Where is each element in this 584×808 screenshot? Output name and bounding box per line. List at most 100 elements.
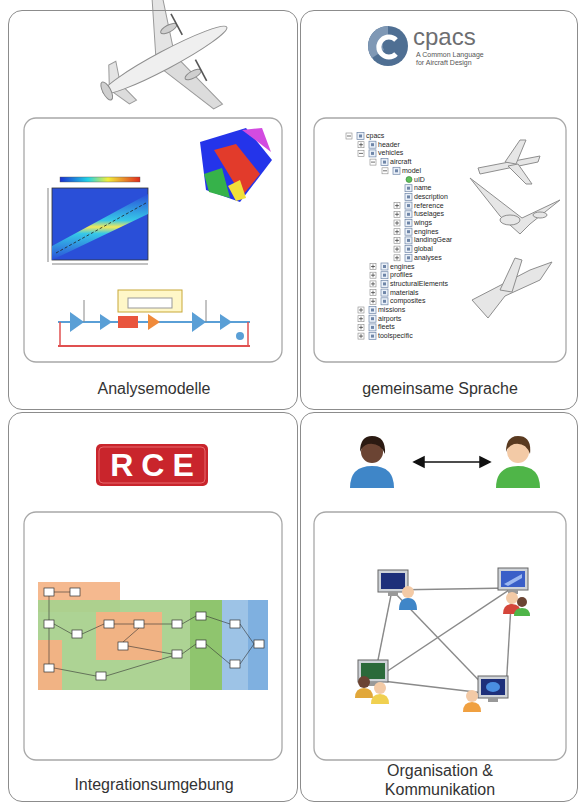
workflow-graph <box>54 624 72 634</box>
contour-plot <box>56 203 146 253</box>
expand-box <box>358 316 364 322</box>
workflow-graph <box>70 588 80 596</box>
contour-plot <box>52 188 148 260</box>
engine-schematic <box>84 300 85 322</box>
tree-item: wings <box>414 219 432 227</box>
computer-icon <box>517 597 527 607</box>
element-icon <box>405 254 412 261</box>
computer-icon <box>381 573 405 589</box>
element-icon <box>383 265 386 268</box>
wing-mesh <box>200 128 272 202</box>
inner-box <box>24 118 566 760</box>
aircraft-thumbnail <box>533 212 547 218</box>
tree-item: description <box>414 193 448 201</box>
workflow-graph <box>206 616 230 624</box>
element-icon <box>405 185 412 192</box>
element-icon <box>381 263 388 270</box>
workflow-graph <box>118 642 128 650</box>
workflow-graph <box>106 656 172 676</box>
expand-box <box>347 136 351 137</box>
double-arrow <box>420 461 484 463</box>
element-icon <box>405 228 412 235</box>
element-icon <box>369 141 376 148</box>
workflow-graph <box>206 644 230 664</box>
expand-box <box>394 203 400 209</box>
computer-icon <box>378 570 417 610</box>
rce-logo-bg <box>96 444 208 486</box>
contour-plot <box>48 177 148 264</box>
computer-icon <box>355 660 389 704</box>
aircraft-thumbnail <box>505 140 526 164</box>
expand-box <box>394 229 400 235</box>
double-arrow <box>480 457 490 467</box>
element-icon <box>407 248 410 251</box>
wing-mesh <box>200 128 272 202</box>
engine-schematic <box>58 345 250 347</box>
element-icon <box>381 280 388 287</box>
double-arrow <box>414 457 424 467</box>
expand-box <box>370 264 376 270</box>
element-icon <box>369 307 376 314</box>
expand-box <box>370 159 376 165</box>
tree-item: fuselages <box>414 210 444 218</box>
element-icon <box>381 272 388 279</box>
tree-item: fleets <box>378 323 395 331</box>
tree-item: landingGear <box>414 236 452 244</box>
workflow-graph <box>49 628 50 664</box>
expand-box <box>373 299 374 303</box>
expand-box <box>373 291 374 295</box>
tree-item: aircraft <box>390 158 411 166</box>
aircraft-render <box>171 14 182 35</box>
tree-item: analyses <box>414 254 442 262</box>
tree-item: missions <box>378 306 405 314</box>
cpacs-logo-mark <box>368 26 408 66</box>
element-icon <box>405 246 412 253</box>
engine-schematic <box>118 290 182 312</box>
expand-box <box>397 247 398 251</box>
element-icon <box>381 159 388 166</box>
workflow-graph <box>172 620 182 628</box>
element-icon <box>407 204 410 207</box>
engine-schematic <box>118 316 138 328</box>
computer-icon <box>486 682 500 692</box>
wing-mesh <box>204 168 230 198</box>
element-icon <box>405 220 412 227</box>
panel-caption: Analysemodelle <box>19 379 289 398</box>
tree-item: airports <box>378 315 401 323</box>
engine-schematic <box>70 312 84 332</box>
workflow-graph <box>44 588 54 596</box>
expand-box <box>394 255 400 261</box>
element-icon <box>359 135 362 138</box>
computer-icon <box>402 586 414 598</box>
tree-item: model <box>402 167 421 175</box>
aircraft-thumbnail <box>500 258 522 292</box>
element-icon <box>371 326 374 329</box>
expand-box <box>373 265 374 269</box>
element-icon <box>407 222 410 225</box>
computer-icon <box>388 592 398 596</box>
workflow-graph <box>240 644 254 664</box>
workflow-graph <box>96 672 106 680</box>
cpacs-logo-mark <box>368 26 408 66</box>
engine-schematic <box>100 314 112 330</box>
tree-item: uID <box>414 176 425 184</box>
tree-item: reference <box>414 202 444 210</box>
rce-logo-bg <box>96 444 208 486</box>
workflow-graph <box>104 620 114 628</box>
element-icon <box>383 161 386 164</box>
workflow-graph <box>123 628 139 642</box>
aircraft-thumbnail <box>508 164 532 184</box>
element-icon <box>407 239 410 242</box>
aircraft-thumbnail <box>470 178 560 234</box>
computer-icon <box>355 568 530 712</box>
engine-schematic <box>236 332 244 340</box>
panel: gemeinsame Sprache <box>300 10 578 410</box>
engine-schematic <box>128 298 172 308</box>
expand-box <box>394 220 400 226</box>
workflow-graph <box>38 640 62 690</box>
workflow-graph <box>254 640 264 648</box>
workflow-graph <box>182 644 196 654</box>
inner-box <box>24 118 282 362</box>
